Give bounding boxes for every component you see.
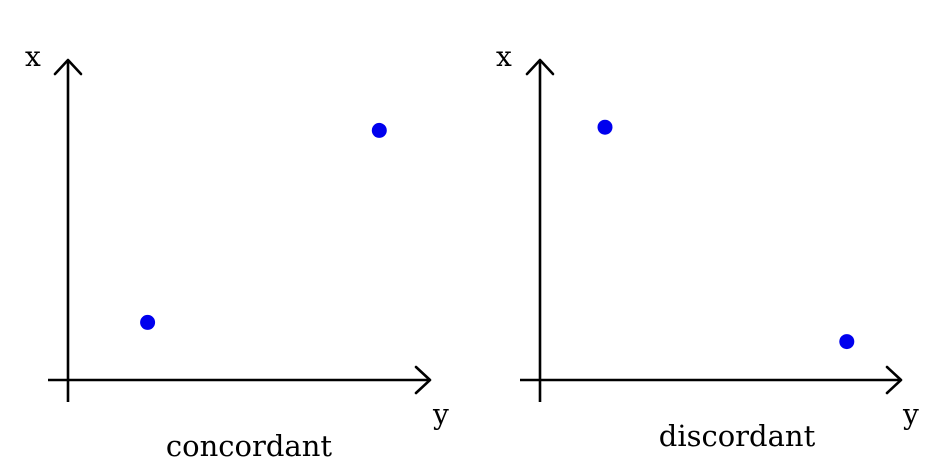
vertical-axis-arrow — [525, 58, 555, 76]
vertical-axis-label: x — [25, 40, 41, 73]
vertical-axis-arrow — [53, 58, 83, 76]
panel-discordant: x y discordant — [496, 40, 919, 453]
horizontal-axis-label: y — [902, 398, 919, 431]
vertical-axis-label: x — [496, 40, 512, 73]
panel-caption: discordant — [659, 419, 816, 453]
data-point — [597, 119, 613, 135]
panel-caption: concordant — [166, 429, 332, 463]
horizontal-axis-label: y — [432, 398, 449, 431]
horizontal-axis-arrow — [885, 365, 903, 395]
horizontal-axis-arrow — [414, 365, 432, 395]
panel-concordant: x y concordant — [25, 40, 449, 463]
points-layer — [597, 119, 855, 350]
data-point — [140, 314, 156, 330]
data-point — [839, 334, 855, 350]
data-point — [371, 122, 387, 138]
points-layer — [140, 122, 387, 330]
